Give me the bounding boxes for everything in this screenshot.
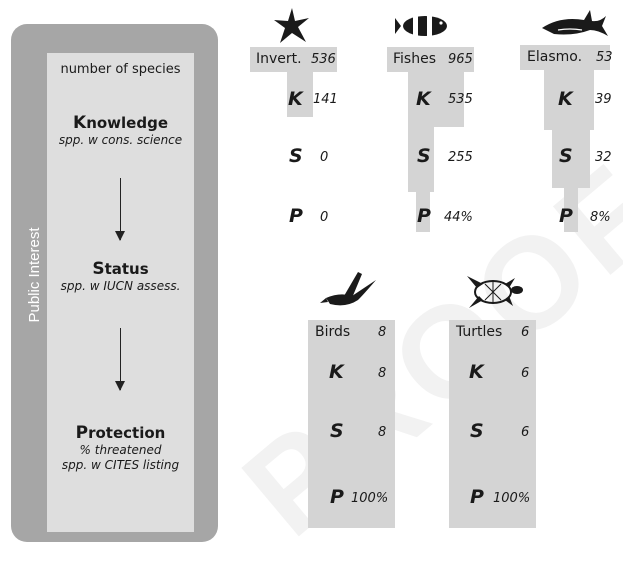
birds-p-value: 100% xyxy=(351,491,389,506)
turtles-k: K xyxy=(469,361,484,383)
invert-s-value: 0 xyxy=(320,150,329,165)
fishes-p-value: 44% xyxy=(444,210,473,225)
protection-desc-2: spp. w CITES listing xyxy=(61,458,180,472)
birds-k: K xyxy=(329,361,344,383)
invert-p-value: 0 xyxy=(320,210,329,225)
elasmo-k-value: 39 xyxy=(595,92,612,107)
birds-p: P xyxy=(330,486,344,508)
turtles-bar xyxy=(449,320,536,528)
status-heading: Status spp. w IUCN assess. xyxy=(47,259,194,294)
invert-k-value: 141 xyxy=(313,92,338,107)
turtles-name: Turtles xyxy=(456,324,503,340)
elasmo-k: K xyxy=(558,88,573,110)
invert-bar-header xyxy=(250,47,337,72)
fishes-bar-header xyxy=(387,47,474,72)
pelican-icon xyxy=(320,272,376,306)
left-panel-inner xyxy=(47,53,194,532)
protection-heading: Protection % threatened spp. w CITES lis… xyxy=(47,423,194,473)
elasmo-p-value: 8% xyxy=(590,210,611,225)
elasmo-name: Elasmo. xyxy=(527,49,583,65)
elasmo-s: S xyxy=(559,145,573,167)
fishes-k: K xyxy=(416,88,431,110)
fishes-bar-status xyxy=(408,127,434,192)
invert-k: K xyxy=(288,88,303,110)
birds-species: 8 xyxy=(378,325,387,340)
fishes-species: 965 xyxy=(448,52,473,67)
invert-p: P xyxy=(289,205,303,227)
turtles-s-value: 6 xyxy=(521,425,530,440)
starfish-icon xyxy=(274,8,309,43)
elasmo-bar-status xyxy=(552,130,590,188)
elasmo-species: 53 xyxy=(596,50,613,65)
invert-name: Invert. xyxy=(256,51,302,67)
knowledge-desc: spp. w cons. science xyxy=(58,133,183,147)
invert-bar-knowledge xyxy=(287,72,313,117)
elasmo-bar-knowledge xyxy=(544,70,594,130)
turtles-p: P xyxy=(470,486,484,508)
down-arrow-2 xyxy=(115,328,125,391)
fishes-name: Fishes xyxy=(393,51,436,67)
elasmo-p: P xyxy=(559,205,573,227)
protection-desc-1: % threatened xyxy=(79,443,162,457)
birds-bar xyxy=(308,320,395,528)
birds-name: Birds xyxy=(315,324,351,340)
invert-species: 536 xyxy=(311,52,336,67)
number-of-species-label: number of species xyxy=(60,62,181,77)
down-arrow-1 xyxy=(115,178,125,241)
invert-s: S xyxy=(289,145,303,167)
fishes-p: P xyxy=(417,205,431,227)
fishes-s-value: 255 xyxy=(448,150,473,165)
status-desc: spp. w IUCN assess. xyxy=(60,279,181,293)
fishes-k-value: 535 xyxy=(448,92,473,107)
turtles-s: S xyxy=(470,420,484,442)
elasmo-bar-protection xyxy=(564,188,578,232)
fishes-bar-protection xyxy=(416,192,430,232)
fishes-bar-knowledge xyxy=(408,72,464,127)
elasmo-bar-header xyxy=(520,45,610,70)
sea-turtle-icon xyxy=(467,276,523,308)
clownfish-icon xyxy=(395,16,447,36)
elasmo-s-value: 32 xyxy=(595,150,612,165)
birds-k-value: 8 xyxy=(378,366,387,381)
birds-s-value: 8 xyxy=(378,425,387,440)
birds-s: S xyxy=(330,420,344,442)
turtles-k-value: 6 xyxy=(521,366,530,381)
turtles-p-value: 100% xyxy=(493,491,531,506)
knowledge-heading: Knowledge spp. w cons. science xyxy=(47,113,194,148)
fishes-s: S xyxy=(417,145,431,167)
shark-icon xyxy=(542,10,608,36)
turtles-species: 6 xyxy=(521,325,530,340)
